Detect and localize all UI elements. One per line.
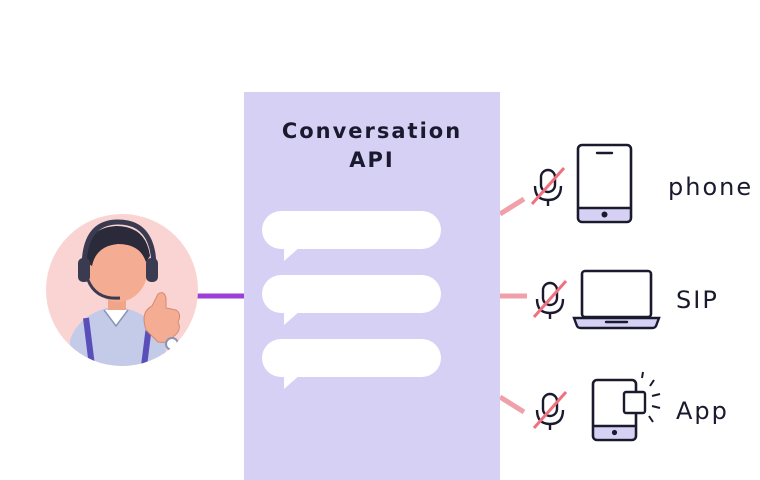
mobile-app-icon — [591, 371, 661, 442]
connector-app — [498, 394, 526, 415]
endpoint-label-sip: SIP — [676, 286, 719, 314]
endpoint-label-app: App — [676, 397, 729, 425]
muted-microphone-icon-sip — [532, 280, 568, 319]
chat-bubble — [262, 275, 441, 325]
muted-microphone-icon-app — [532, 391, 568, 430]
muted-microphone-icon-phone — [530, 167, 566, 206]
api-title: Conversation API — [244, 117, 500, 175]
connector-phone — [498, 196, 526, 217]
api-title-line1: Conversation — [281, 119, 463, 143]
tablet-icon — [576, 143, 633, 224]
endpoint-label-phone: phone — [668, 173, 754, 201]
chat-bubble — [262, 211, 441, 261]
agent-with-headset-icon — [46, 214, 198, 366]
api-title-line2: API — [349, 148, 395, 172]
laptop-icon — [572, 269, 661, 330]
chat-bubble — [262, 339, 441, 389]
